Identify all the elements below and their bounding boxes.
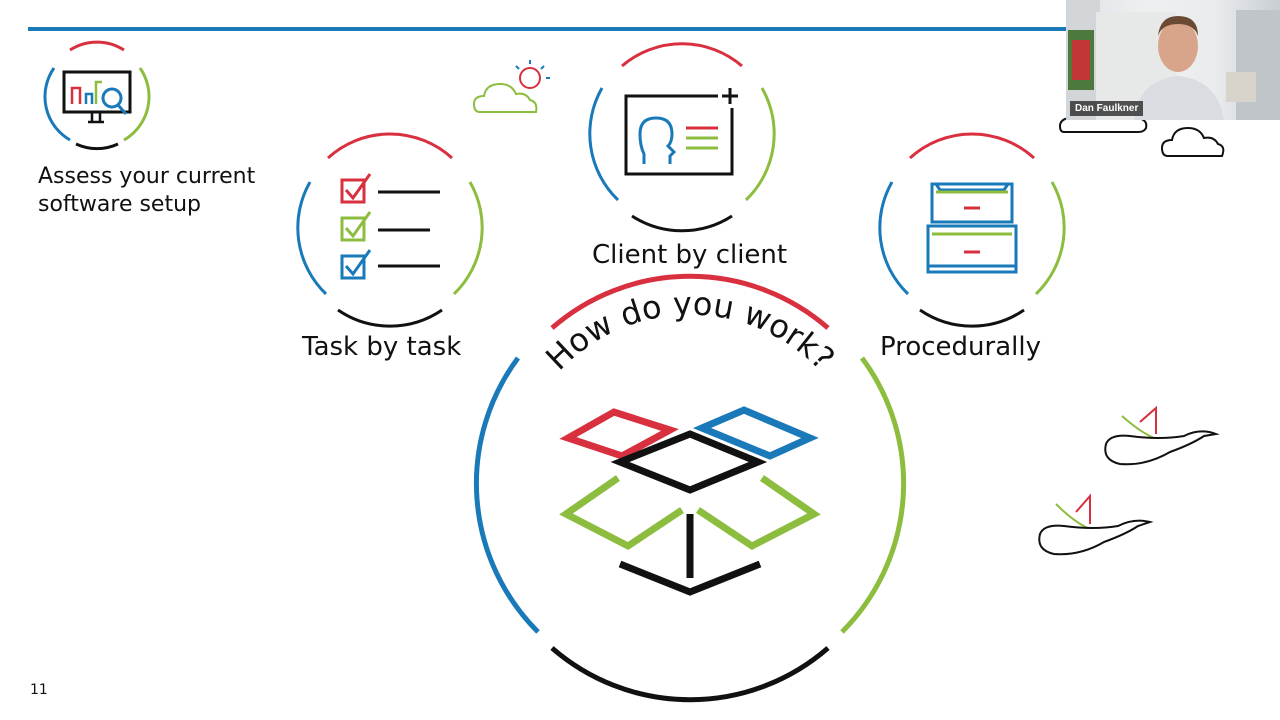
cloud-icon (1160, 126, 1225, 157)
assess-caption: Assess your current software setup (38, 163, 255, 219)
assess-line-1: Assess your current (38, 164, 256, 189)
filing-cabinet-icon (878, 132, 1066, 328)
participant-video-tile[interactable]: Dan Faulkner (1066, 0, 1280, 120)
assess-line-2: software setup (38, 192, 202, 217)
flying-goose-icon (1104, 405, 1220, 466)
presentation-analytics-icon (43, 40, 151, 151)
how-do-you-work-graphic: How do you work? (473, 273, 907, 703)
client-by-client-label: Client by client (592, 240, 788, 270)
procedurally-label: Procedurally (880, 332, 1041, 362)
task-by-task-label: Task by task (302, 332, 462, 362)
checklist-icon (296, 132, 484, 328)
participant-name-badge: Dan Faulkner (1070, 101, 1144, 116)
how-do-you-work-heading: How do you work? (538, 284, 842, 377)
client-profile-card-icon (588, 42, 776, 233)
sun-cloud-icon (472, 60, 550, 113)
slide-top-rule (28, 27, 1068, 31)
flying-goose-icon-2 (1038, 493, 1154, 556)
slide-page-number: 11 (30, 682, 48, 698)
